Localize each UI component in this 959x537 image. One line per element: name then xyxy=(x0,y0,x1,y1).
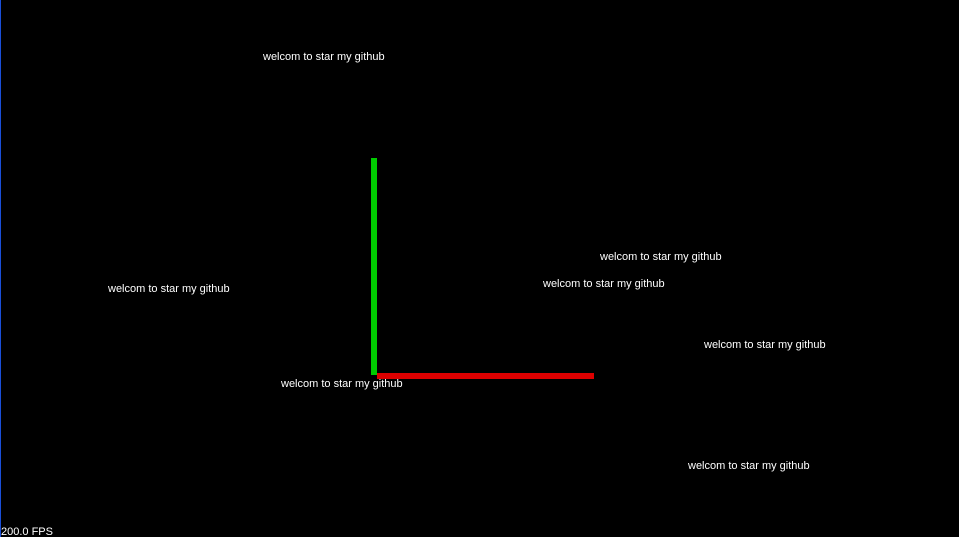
x-axis-line xyxy=(377,373,594,379)
scene-text-label: welcom to star my github xyxy=(688,460,810,472)
scene-text-label: welcom to star my github xyxy=(263,51,385,63)
y-axis-line xyxy=(371,158,377,375)
scene-text-label: welcom to star my github xyxy=(108,283,230,295)
fps-counter: 200.0 FPS xyxy=(1,526,53,537)
scene-text-label: welcom to star my github xyxy=(704,339,826,351)
viewport-left-border xyxy=(0,0,1,537)
scene-text-label: welcom to star my github xyxy=(600,251,722,263)
scene-text-label: welcom to star my github xyxy=(543,278,665,290)
scene-text-label: welcom to star my github xyxy=(281,378,403,390)
